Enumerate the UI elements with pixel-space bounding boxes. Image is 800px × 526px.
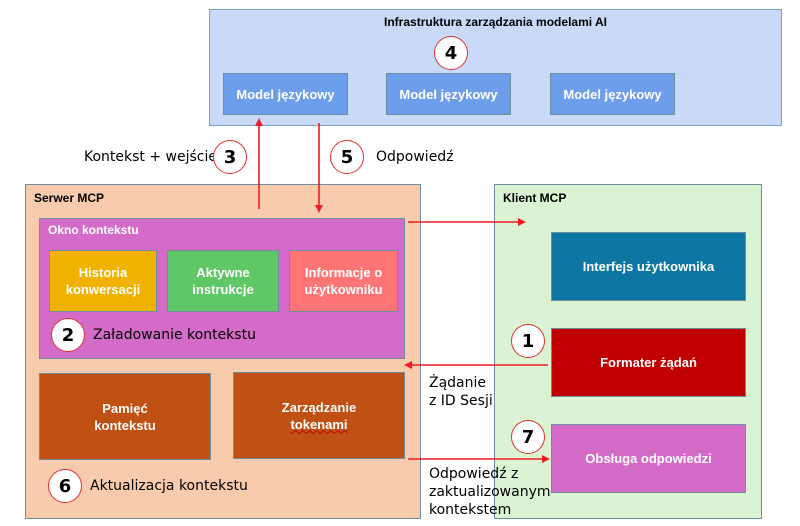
context-update-label: Aktualizacja kontekstu [90,478,248,494]
language-model-box-1[interactable]: Model językowy [223,73,348,115]
request-session-line2: z ID Sesji [429,393,493,409]
context-memory-line1: Pamięć [102,400,148,416]
language-model-box-3[interactable]: Model językowy [550,73,675,115]
updated-response-label: Odpowiedź z zaktualizowanym kontekstem [429,465,551,519]
ai-infrastructure-title: Infrastruktura zarządzania modelami AI [384,15,607,29]
user-info-line1: Informacje o [304,265,383,280]
conversation-history-line2: konwersacji [65,282,141,297]
active-instructions-box[interactable]: Aktywne instrukcje [167,250,279,312]
step-5-badge: 5 [330,140,364,174]
mcp-server-title: Serwer MCP [34,191,105,205]
step-6-badge: 6 [48,469,82,503]
token-management-box[interactable]: Zarządzanie tokenami [233,372,405,459]
step-7-badge: 7 [511,420,545,454]
updated-response-line1: Odpowiedź z [429,466,519,482]
context-memory-line2: kontekstu [94,417,156,433]
token-management-line1: Zarządzanie [281,399,357,415]
context-window-title: Okno kontekstu [48,223,139,237]
request-session-line1: Żądanie [429,375,487,391]
mcp-server-panel: Serwer MCP Okno kontekstu Historia konwe… [25,184,421,519]
user-interface-box[interactable]: Interfejs użytkownika [551,232,746,301]
token-management-line2: tokenami [290,416,348,432]
mcp-client-title: Klient MCP [503,191,567,205]
ai-infrastructure-panel: Infrastruktura zarządzania modelami AI 4… [209,9,782,126]
request-session-label: Żądanie z ID Sesji [429,374,493,410]
active-instructions-line1: Aktywne [196,265,250,280]
response-handler-box[interactable]: Obsługa odpowiedzi [551,424,746,493]
context-input-label: Kontekst + wejście [84,149,217,165]
conversation-history-line1: Historia [78,265,128,280]
conversation-history-box[interactable]: Historia konwersacji [49,250,157,312]
user-info-box[interactable]: Informacje o użytkowniku [289,250,398,312]
language-model-box-2[interactable]: Model językowy [386,73,511,115]
context-memory-box[interactable]: Pamięć kontekstu [39,373,211,460]
mcp-client-panel: Klient MCP Interfejs użytkownika 1 Forma… [494,184,762,519]
step-2-badge: 2 [51,318,85,352]
step-1-badge: 1 [511,324,545,358]
context-loading-label: Załadowanie kontekstu [93,327,256,343]
active-instructions-line2: instrukcje [192,282,254,297]
context-window-panel: Okno kontekstu Historia konwersacji Akty… [39,218,405,359]
response-label: Odpowiedź [376,149,454,165]
user-info-line2: użytkowniku [304,282,383,297]
updated-response-line3: kontekstem [429,502,512,518]
request-formatter-box[interactable]: Formater żądań [551,328,746,397]
updated-response-line2: zaktualizowanym [429,484,551,500]
step-3-badge: 3 [213,140,247,174]
step-4-badge: 4 [434,36,468,70]
